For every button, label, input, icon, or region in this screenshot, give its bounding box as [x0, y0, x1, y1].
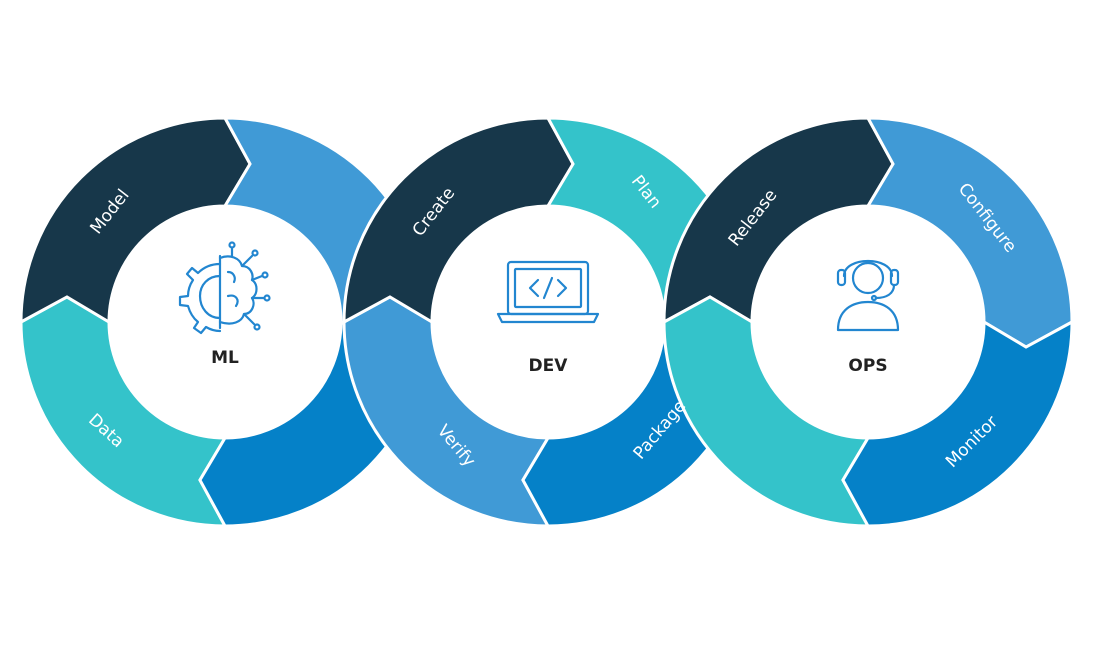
ops-center-disc	[752, 206, 984, 438]
dev-center-label: DEV	[529, 356, 569, 376]
headset-operator-icon	[836, 259, 900, 332]
ml-center-label: ML	[211, 348, 239, 368]
center-labels: ML DEV OPS	[211, 348, 887, 376]
center-discs	[109, 206, 984, 438]
brain-gear-icon	[178, 241, 271, 335]
ring-segments	[19, 116, 1074, 528]
ml-center-disc	[109, 206, 341, 438]
laptop-code-icon	[496, 260, 600, 324]
ops-center-label: OPS	[848, 356, 887, 376]
